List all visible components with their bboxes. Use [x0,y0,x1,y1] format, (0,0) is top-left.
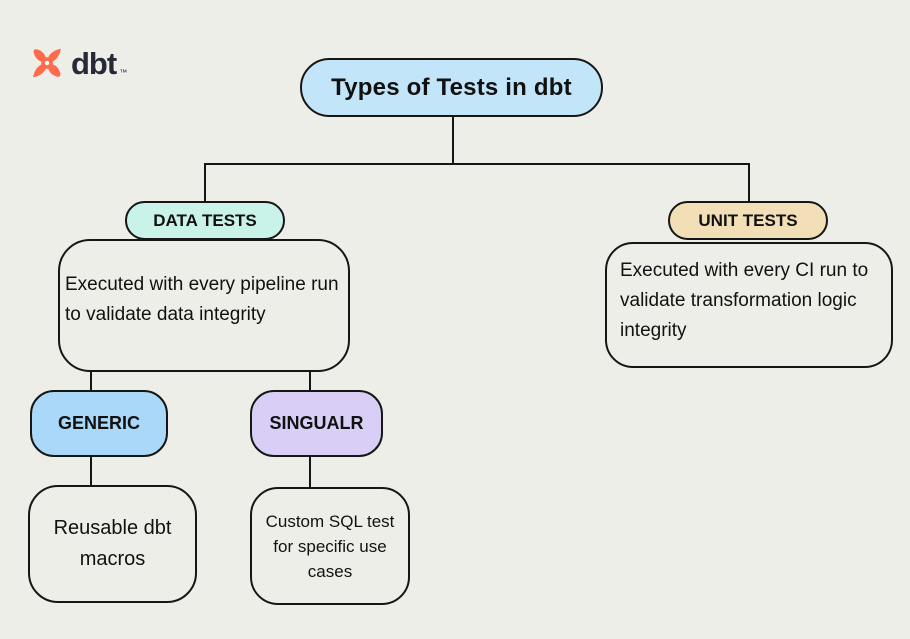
connector-root-vertical [452,117,454,164]
connector-singular-vertical [309,371,311,392]
singular-description: Custom SQL test for specific use cases [250,487,410,605]
node-types-of-tests: Types of Tests in dbt [300,58,603,117]
node-generic: GENERIC [30,390,168,457]
connector-data-tests-vertical [204,164,206,203]
dbt-logo: dbt ™ [30,46,127,80]
dbt-wordmark: dbt [71,45,117,81]
connector-custom-vertical [309,456,311,488]
connector-branch-horizontal [204,163,750,165]
node-unit-tests: UNIT TESTS [668,201,828,240]
dbt-logo-icon [30,46,64,80]
node-data-tests: DATA TESTS [125,201,285,240]
generic-description: Reusable dbt macros [28,485,197,603]
connector-unit-tests-vertical [748,164,750,203]
data-tests-description: Executed with every pipeline run to vali… [58,239,350,372]
connector-reusable-vertical [90,456,92,487]
unit-tests-description: Executed with every CI run to validate t… [605,242,893,368]
node-singular: SINGUALR [250,390,383,457]
connector-generic-vertical [90,371,92,392]
trademark-symbol: ™ [119,68,128,77]
